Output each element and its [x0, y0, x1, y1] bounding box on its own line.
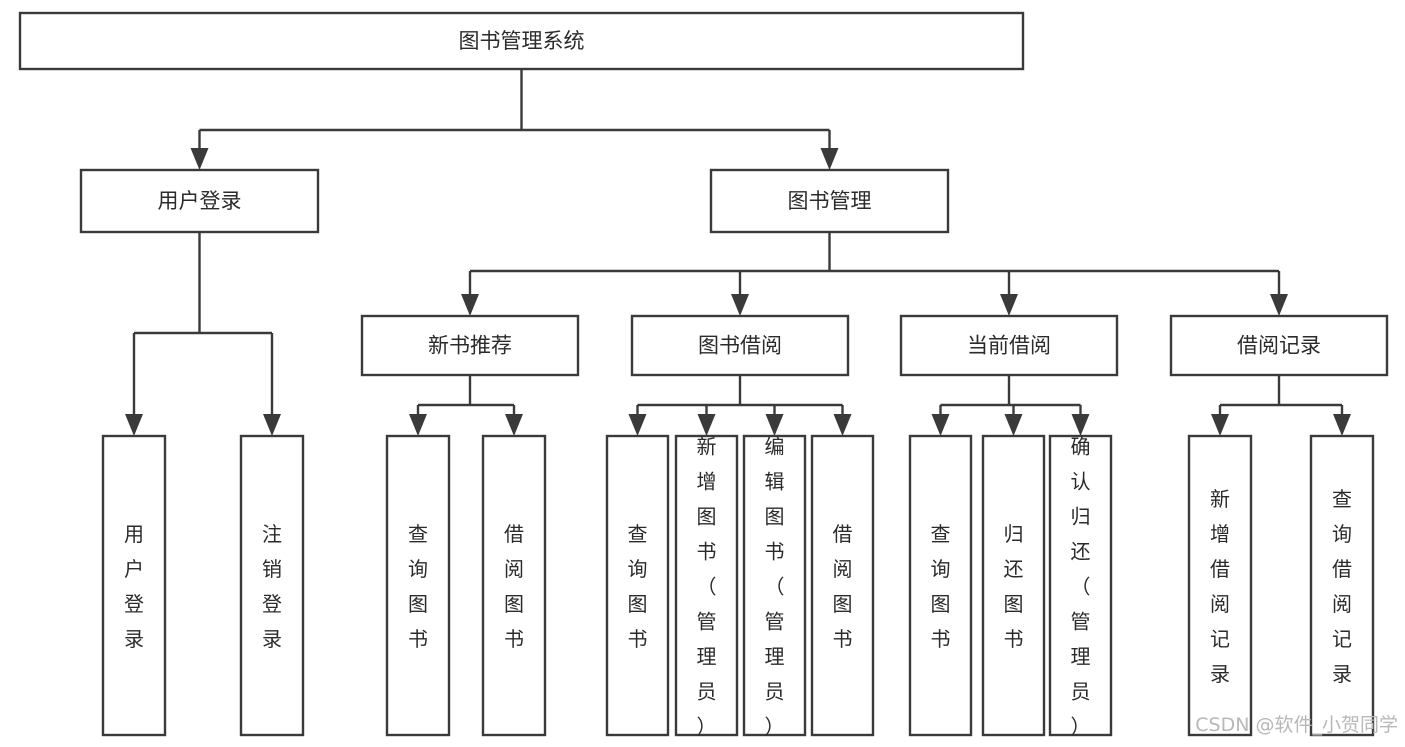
node-label: 用户登录: [124, 522, 144, 651]
node-box[interactable]: [742, 434, 807, 737]
node-box[interactable]: [605, 434, 670, 737]
node-leaf-leaf-query-borrow-record[interactable]: 查询借阅记录: [1309, 434, 1375, 737]
node-label: 确认归还（管理员）: [1071, 435, 1091, 739]
arrow-head-icon: [125, 414, 143, 436]
node-box[interactable]: [1309, 434, 1375, 737]
node-box[interactable]: [674, 434, 739, 737]
node-label: 新书推荐: [428, 334, 512, 358]
node-level1-user-login[interactable]: 用户登录: [79, 168, 320, 234]
node-leaf-leaf-query-book-recommend[interactable]: 查询图书: [385, 434, 451, 737]
node-label: 图书管理系统: [459, 29, 585, 53]
arrow-head-icon: [1000, 294, 1018, 316]
arrow-head-icon: [190, 148, 209, 170]
node-level2-borrow-record[interactable]: 借阅记录: [1169, 314, 1389, 377]
node-box[interactable]: [239, 434, 305, 737]
node-box[interactable]: [1187, 434, 1253, 737]
watermark-label: CSDN @软件_小贺同学: [1195, 714, 1398, 736]
node-label: 当前借阅: [967, 334, 1051, 358]
arrow-head-icon: [409, 414, 427, 436]
node-leaf-leaf-borrow-book-recommend[interactable]: 借阅图书: [481, 434, 547, 737]
node-label: 查询图书: [628, 522, 648, 651]
arrow-head-icon: [765, 414, 784, 436]
arrow-head-icon: [628, 414, 647, 436]
arrow-head-icon: [820, 148, 839, 170]
node-leaf-leaf-confirm-return-admin[interactable]: 确认归还（管理员）: [1048, 434, 1113, 739]
node-box[interactable]: [981, 434, 1046, 737]
arrow-head-icon: [263, 414, 281, 436]
arrow-head-icon: [461, 294, 479, 316]
node-label: 编辑图书（管理员）: [765, 435, 785, 739]
arrow-head-icon: [931, 414, 950, 436]
node-leaf-leaf-add-book-admin[interactable]: 新增图书（管理员）: [674, 434, 739, 739]
node-box[interactable]: [481, 434, 547, 737]
node-label: 查询图书: [931, 522, 951, 651]
node-box[interactable]: [709, 168, 950, 234]
node-box[interactable]: [1048, 434, 1113, 737]
arrow-head-icon: [697, 414, 716, 436]
arrow-head-icon: [1211, 414, 1229, 436]
node-label: 归还图书: [1004, 522, 1024, 651]
node-leaf-leaf-borrow-book[interactable]: 借阅图书: [810, 434, 875, 737]
node-box[interactable]: [908, 434, 973, 737]
node-label: 新增借阅记录: [1210, 487, 1230, 686]
node-label: 借阅记录: [1237, 334, 1321, 358]
node-box[interactable]: [360, 314, 580, 377]
node-label: 查询图书: [408, 522, 428, 651]
arrow-head-icon: [731, 294, 749, 316]
node-label: 查询借阅记录: [1332, 487, 1352, 686]
node-box[interactable]: [810, 434, 875, 737]
node-label: 图书管理: [788, 189, 872, 213]
arrow-head-icon: [1004, 414, 1023, 436]
connectors-layer: [125, 69, 1351, 436]
node-box[interactable]: [79, 168, 320, 234]
node-leaf-leaf-logout[interactable]: 注销登录: [239, 434, 305, 737]
node-label: 用户登录: [158, 189, 242, 213]
nodes-layer: 图书管理系统用户登录图书管理新书推荐图书借阅当前借阅借阅记录用户登录注销登录查询…: [18, 11, 1389, 739]
node-label: 图书借阅: [698, 334, 782, 358]
node-leaf-leaf-add-borrow-record[interactable]: 新增借阅记录: [1187, 434, 1253, 737]
node-leaf-leaf-query-book-current[interactable]: 查询图书: [908, 434, 973, 737]
node-label: 借阅图书: [833, 522, 853, 651]
arrow-head-icon: [1071, 414, 1090, 436]
arrow-head-icon: [1333, 414, 1351, 436]
node-level2-new-book-recommend[interactable]: 新书推荐: [360, 314, 580, 377]
node-root[interactable]: 图书管理系统: [18, 11, 1025, 71]
node-level2-current-borrow[interactable]: 当前借阅: [899, 314, 1119, 377]
node-label: 新增图书（管理员）: [697, 435, 717, 739]
node-leaf-leaf-query-book-borrow[interactable]: 查询图书: [605, 434, 670, 737]
node-box[interactable]: [630, 314, 850, 377]
node-label: 注销登录: [262, 522, 282, 651]
node-box[interactable]: [1169, 314, 1389, 377]
node-leaf-leaf-user-login[interactable]: 用户登录: [101, 434, 167, 737]
arrow-head-icon: [1270, 294, 1288, 316]
arrow-head-icon: [505, 414, 523, 436]
node-leaf-leaf-return-book[interactable]: 归还图书: [981, 434, 1046, 737]
node-level1-book-management[interactable]: 图书管理: [709, 168, 950, 234]
node-label: 借阅图书: [504, 522, 524, 651]
node-leaf-leaf-edit-book-admin[interactable]: 编辑图书（管理员）: [742, 434, 807, 739]
node-box[interactable]: [101, 434, 167, 737]
node-box[interactable]: [899, 314, 1119, 377]
arrow-head-icon: [833, 414, 852, 436]
node-box[interactable]: [18, 11, 1025, 71]
node-level2-book-borrow[interactable]: 图书借阅: [630, 314, 850, 377]
node-box[interactable]: [385, 434, 451, 737]
